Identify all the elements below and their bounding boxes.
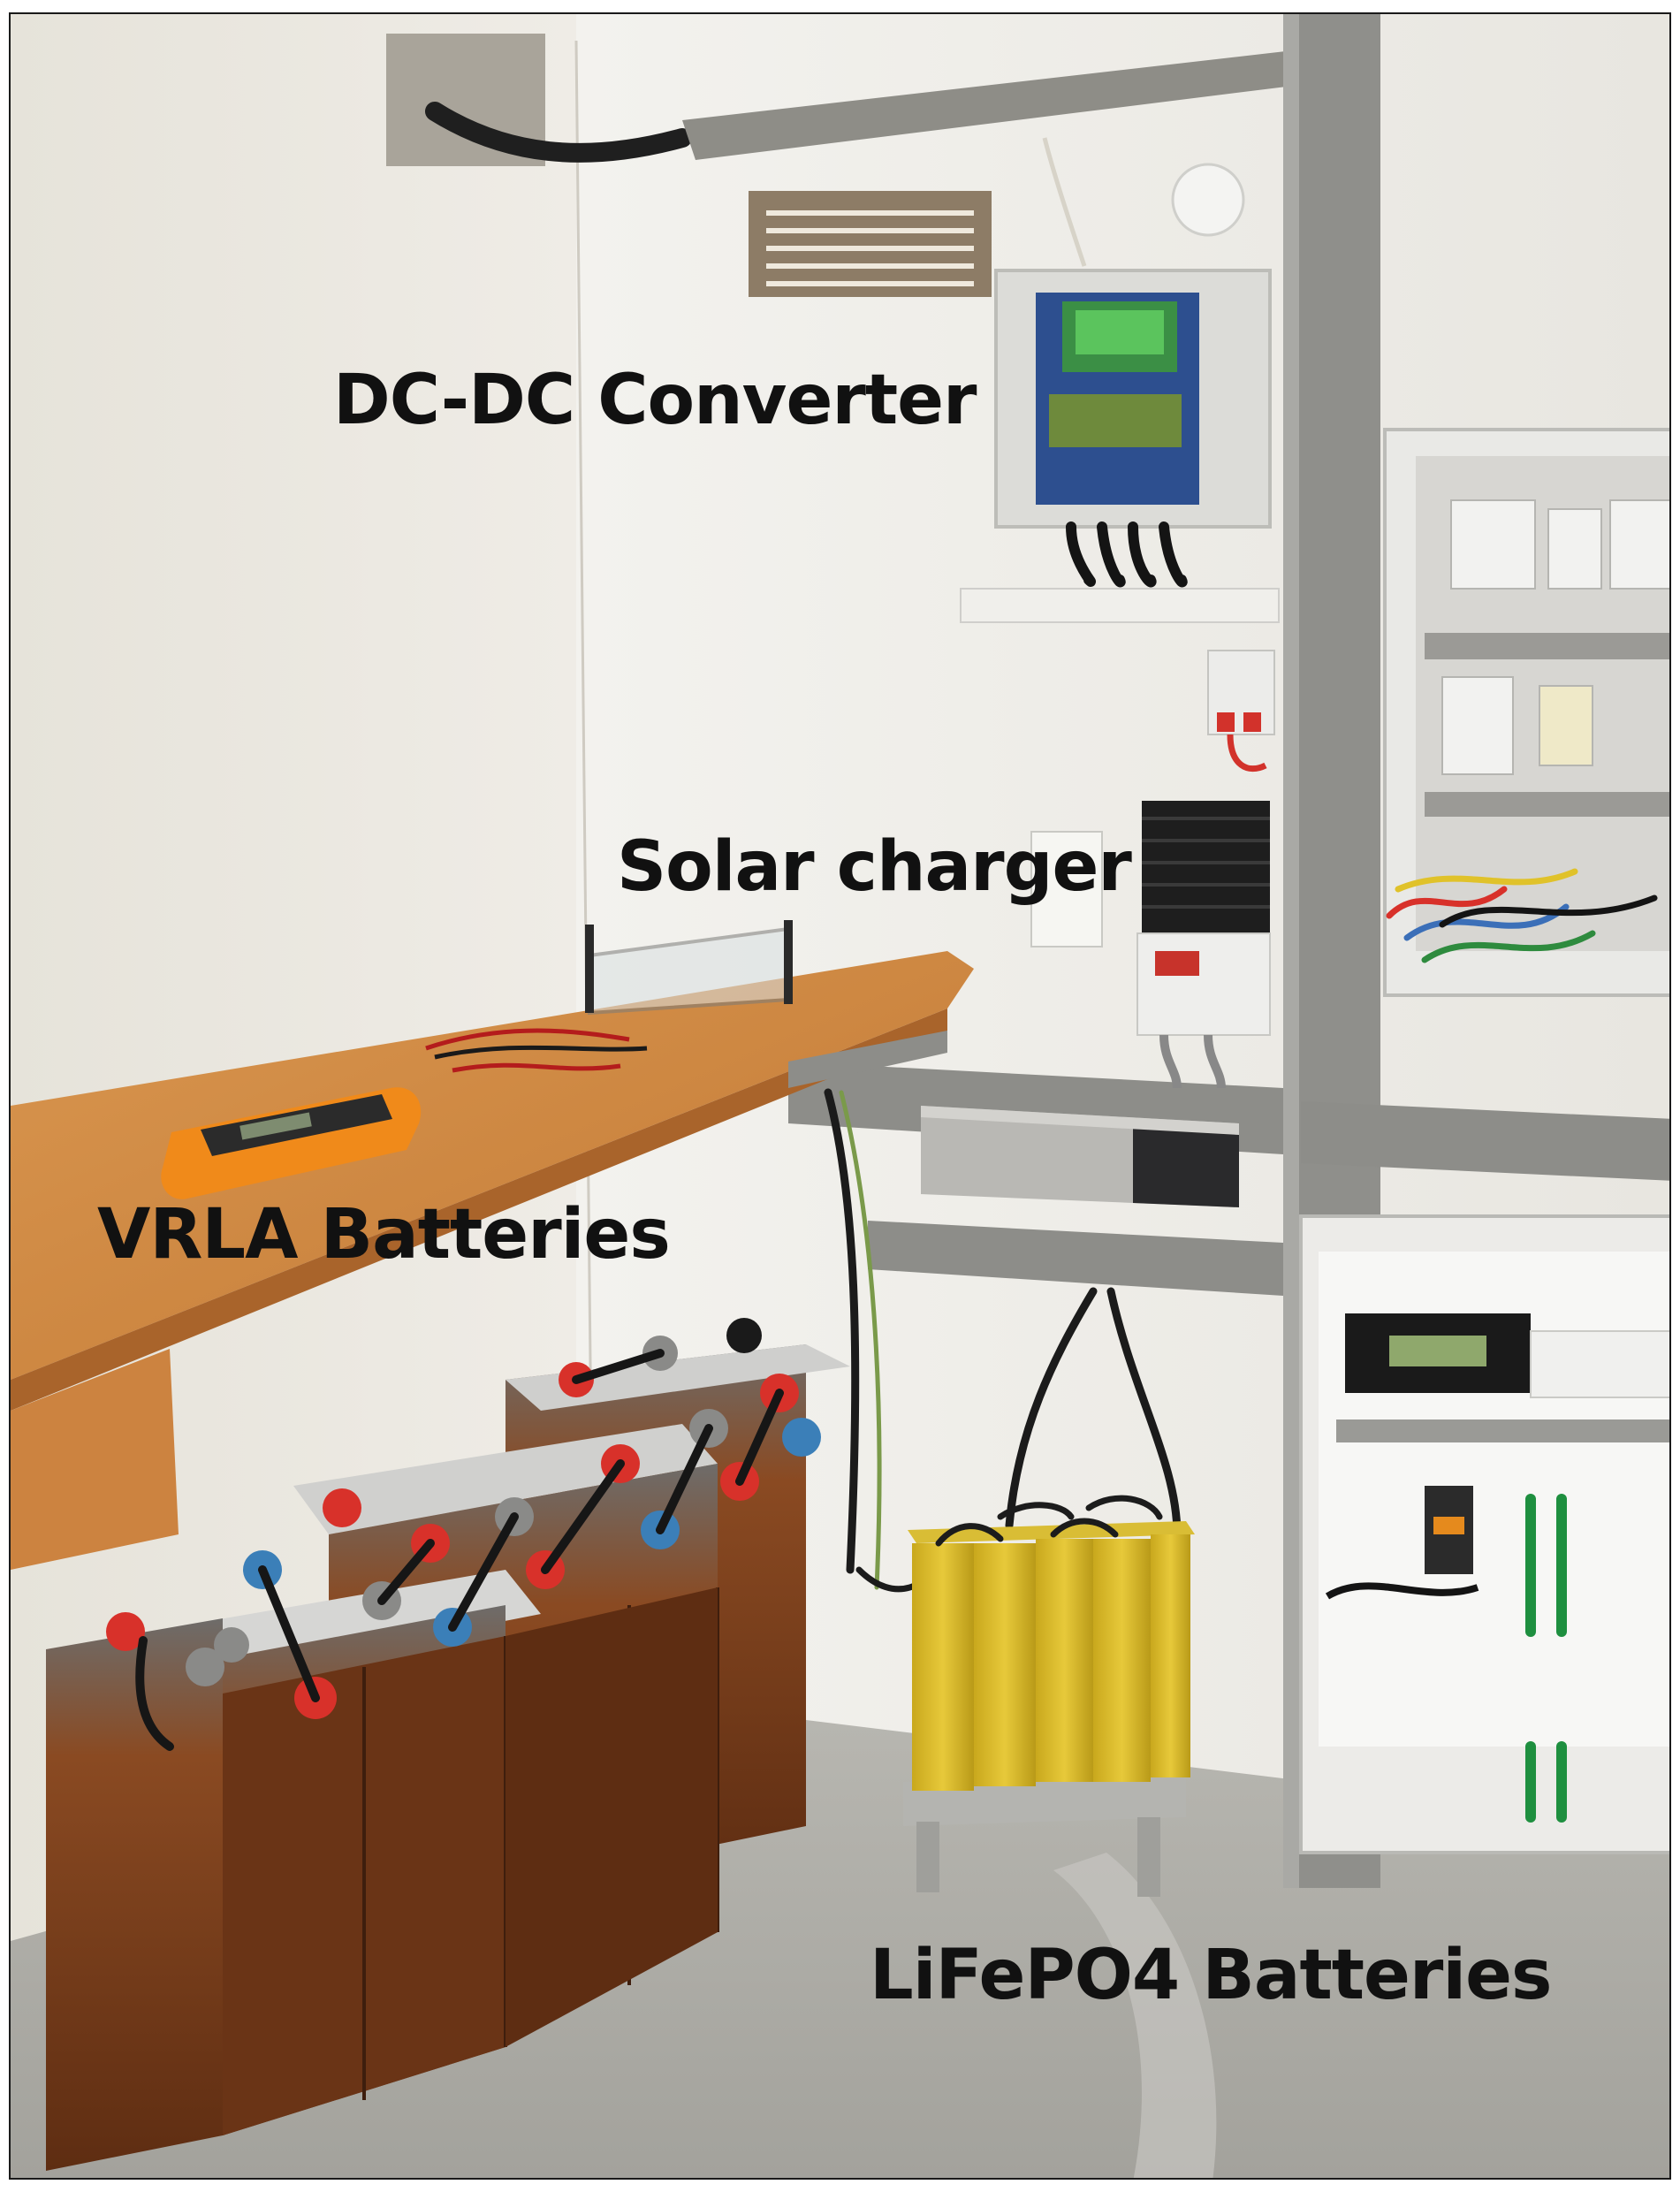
vent-slats (766, 210, 974, 286)
breaker-rows (1441, 499, 1669, 775)
vrla-battery-bank (46, 1318, 850, 2171)
floor-stain (1053, 1853, 1217, 2178)
dcdc-converter-box (994, 137, 1272, 588)
warning-sticker (1030, 831, 1103, 948)
vrla-interconnects (135, 1349, 784, 1751)
shelf-bracket (11, 1349, 179, 1570)
din-rail (960, 588, 1280, 623)
cable-tray-top (682, 49, 1301, 160)
sensor-wire (1042, 137, 1087, 267)
charger-heatsink (1142, 801, 1270, 933)
shelf-support-arm (788, 1031, 947, 1088)
dcdc-screen (1076, 310, 1164, 354)
thermostat (1171, 163, 1245, 237)
photo-frame: DC-DC Converter Solar charger VRLA Batte… (9, 12, 1671, 2180)
battery-room-photo (11, 14, 1669, 2178)
inverter (921, 1106, 1239, 1207)
lifepo4-batteries-label: LiFePO4 Batteries (870, 1936, 1552, 2015)
solar-charger (1030, 801, 1271, 1089)
vrla-batteries-label: VRLA Batteries (97, 1195, 671, 1275)
wooden-shelf (11, 951, 974, 1570)
control-cabinet (1299, 1214, 1669, 1854)
charger-body (1136, 932, 1271, 1036)
solar-charger-label: Solar charger (617, 827, 1132, 907)
dc-breakers (1207, 650, 1275, 773)
ceiling-fixtures (386, 34, 1301, 297)
distribution-panel (1383, 428, 1669, 997)
ceiling-cable (425, 102, 692, 163)
vrla-cell (46, 1618, 223, 2171)
battery-tray (585, 920, 793, 1016)
shelf-top (11, 951, 974, 1380)
lifepo4-cells (912, 1534, 1190, 1791)
dcdc-cables (1066, 521, 1188, 588)
panel-wiring (1386, 868, 1658, 963)
horizontal-rail-right (1301, 1101, 1669, 1181)
vertical-beam-edge (1283, 14, 1299, 1888)
horizontal-rail-lower (868, 1221, 1283, 1296)
multimeter (161, 1087, 422, 1199)
lifepo4-battery-pack (903, 1495, 1195, 1897)
vent-grille (749, 191, 992, 297)
test-leads (425, 1028, 648, 1073)
dcdc-converter-label: DC-DC Converter (333, 361, 977, 440)
shelf-front-edge (11, 1008, 947, 1411)
